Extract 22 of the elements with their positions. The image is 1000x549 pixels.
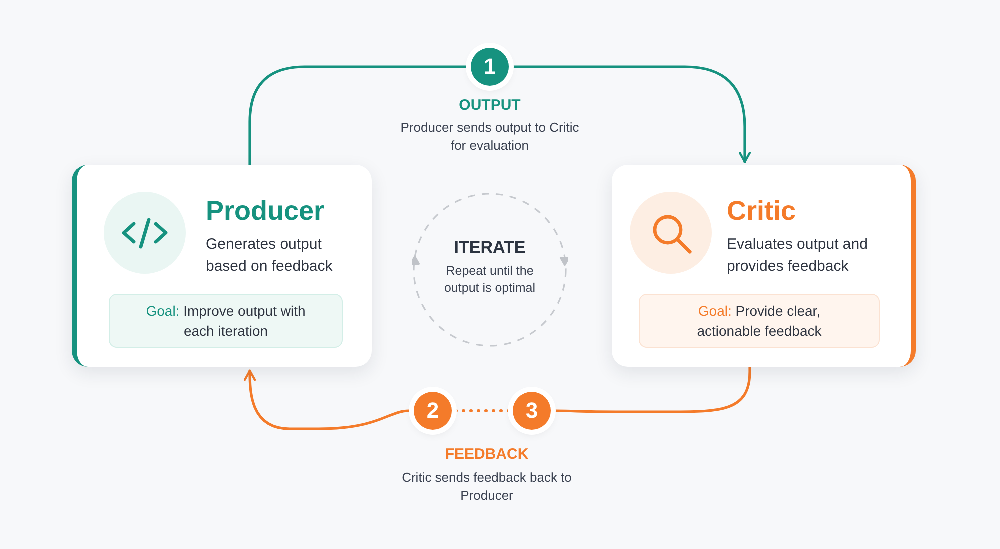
cycle-description: Repeat until the output is optimal [443,263,537,297]
goal-text: Goal: Improve output with each iteration [145,302,307,341]
card-title: Producer [206,196,325,227]
step-description: Producer sends output to Critic for evaluation [400,119,580,155]
producer-card [72,165,372,367]
step-number-circle: 3 [513,392,551,430]
dotted-connector [454,410,510,412]
step-heading: FEEDBACK [444,446,530,464]
card-description: Evaluates output and provides feedback [727,235,869,277]
arrow [512,66,752,164]
goal-note [109,294,343,348]
card-description: Generates output based on feedback [206,235,334,277]
card-title: Critic [727,196,796,227]
arrow [244,370,410,430]
step-number-circle: 2 [414,392,452,430]
step-number-circle: 1 [471,48,509,86]
cycle-title: ITERATE [453,238,527,258]
goal-note [639,294,880,348]
goal-text: Goal: Provide clear, actionable feedback [696,302,823,341]
step-heading: OUTPUT [458,97,522,115]
critic-card [612,165,916,367]
step-description: Critic sends feedback back to Producer [401,469,573,505]
